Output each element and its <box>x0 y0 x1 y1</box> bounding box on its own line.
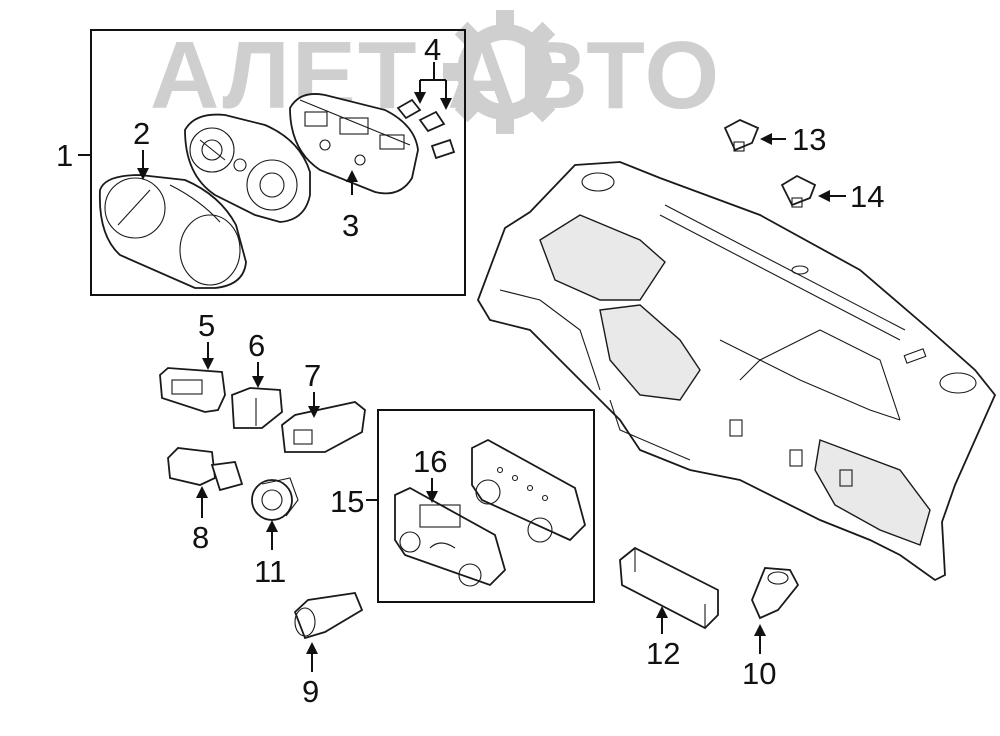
callout-13: 13 <box>792 122 826 157</box>
callout-16: 16 <box>413 444 447 479</box>
part-11-round-switch <box>251 477 299 521</box>
callout-5: 5 <box>198 308 215 343</box>
callout-labels: 1 2 3 4 5 6 7 8 9 10 11 12 13 14 15 16 <box>56 32 884 709</box>
climate-control-board <box>471 438 587 543</box>
part-5-switch <box>159 367 226 413</box>
callout-7: 7 <box>304 358 321 393</box>
callout-2: 2 <box>133 116 150 151</box>
cluster-group-box <box>90 29 466 296</box>
callout-12: 12 <box>646 636 680 671</box>
callout-6: 6 <box>248 328 265 363</box>
part-9-socket <box>293 592 364 640</box>
part-10-connector <box>751 567 800 620</box>
callout-8: 8 <box>192 520 209 555</box>
part-4-bulbs <box>396 98 456 160</box>
callout-11: 11 <box>254 554 286 589</box>
callout-3: 3 <box>342 208 359 243</box>
part-6-switch <box>231 387 283 429</box>
callout-4: 4 <box>424 32 441 67</box>
callout-10: 10 <box>742 656 776 691</box>
part-13-cap <box>723 118 760 152</box>
part-14-cap <box>780 174 817 208</box>
watermark: АЛЕТ АВТО <box>150 10 719 134</box>
part-12-trim <box>619 546 719 630</box>
callout-9: 9 <box>302 674 319 709</box>
part-16-climate-panel <box>394 486 507 587</box>
cluster-dial-face <box>184 113 311 223</box>
leader-lines <box>78 62 846 672</box>
part-7-switch <box>281 401 366 453</box>
part-8-connector <box>167 447 244 492</box>
part-3-rear-housing <box>289 93 419 195</box>
part-2-cluster-lens <box>98 174 247 289</box>
callout-14: 14 <box>850 179 884 214</box>
callout-1: 1 <box>56 138 73 173</box>
climate-group-box <box>377 409 595 603</box>
dashboard-panel <box>477 161 997 582</box>
callout-15: 15 <box>330 484 364 519</box>
